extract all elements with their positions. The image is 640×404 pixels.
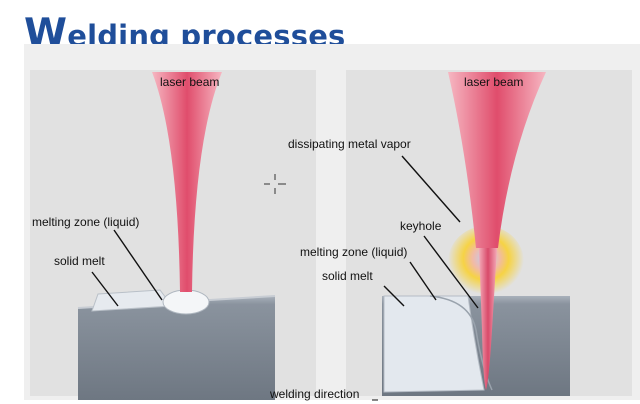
right-beam-label: laser beam — [464, 75, 523, 89]
right-keyhole — [479, 248, 497, 390]
right-vapor-leader — [401, 155, 461, 223]
left-beam-label: laser beam — [160, 75, 219, 89]
right-solid-melt — [383, 295, 485, 393]
left-melting-zone — [162, 289, 210, 315]
right-laser-beam — [448, 72, 546, 248]
right-melting-zone-leader — [409, 261, 437, 301]
right-keyhole-leader — [423, 235, 479, 309]
right-keyhole-label: keyhole — [400, 219, 442, 233]
right-melting-zone-label: melting zone (liquid) — [300, 245, 407, 259]
right-vapor-label: dissipating metal vapor — [288, 137, 411, 151]
left-laser-beam — [152, 72, 222, 292]
left-melting-zone-leader — [113, 229, 163, 301]
left-solid-melt-leader — [91, 271, 119, 307]
right-solid-melt-leader — [383, 285, 405, 307]
right-solid-melt-label: solid melt — [322, 269, 373, 283]
left-melting-zone-label: melting zone (liquid) — [32, 215, 139, 229]
left-workpiece — [78, 296, 275, 400]
right-welding-direction-label: welding direction — [269, 387, 359, 401]
left-solid-melt-label: solid melt — [54, 254, 105, 268]
crosshair-icon — [264, 174, 286, 194]
